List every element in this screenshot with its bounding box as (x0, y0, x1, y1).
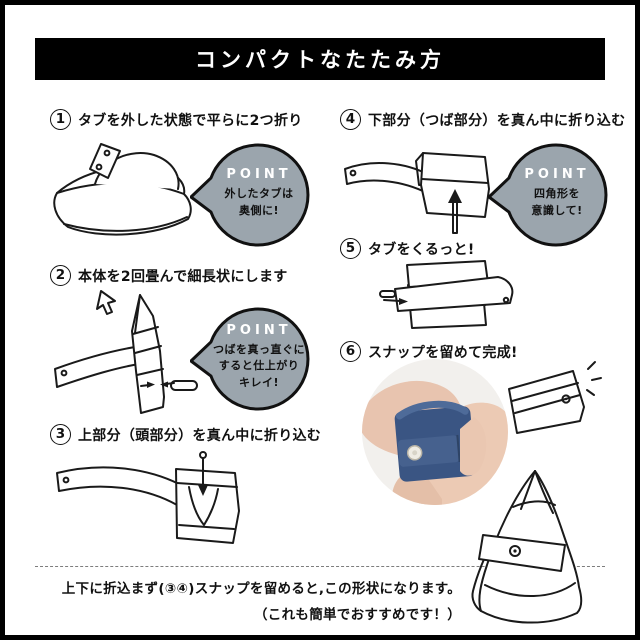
fold-up-arrow-icon (448, 189, 462, 203)
step-6-label: スナップを留めて完成! (368, 344, 518, 361)
speech-bubble-icon (488, 143, 608, 247)
footer-note-line-1: 上下に折込まず(③④)スナップを留めると,この形状になります。 (61, 581, 461, 597)
illustration-finished-package (495, 357, 603, 447)
point-3-line-2: 意識して! (531, 203, 583, 217)
point-3-line-1: 四角形を (534, 187, 580, 200)
fold-down-arrow-icon (198, 485, 208, 496)
speech-bubble-icon (190, 307, 310, 411)
point-bubble-3: POINT 四角形を 意識して! (488, 135, 610, 249)
step-6-number-badge: 6 (340, 341, 361, 362)
point-bubble-1: POINT 外したタブは 奥側に! (190, 135, 312, 249)
point-2-title: POINT (226, 322, 292, 338)
step-2-heading: 2 本体を2回畳んで細長状にします (50, 265, 288, 286)
step-6-heading: 6 スナップを留めて完成! (340, 341, 518, 362)
footer-note-line-2: （これも簡単でおすすめです！） (254, 607, 461, 624)
fold-direction-cursor-arrow-icon (96, 290, 116, 315)
illustration-folded-strip (43, 289, 211, 421)
footer-note: 上下に折込まず(③④)スナップを留めると,この形状になります。 （これも簡単でお… (37, 576, 461, 629)
step-2-label: 本体を2回畳んで細長状にします (78, 268, 288, 285)
step-3-heading: 3 上部分（頭部分）を真ん中に折り込む (50, 424, 321, 445)
step-4-number-badge: 4 (340, 109, 361, 130)
point-3-title: POINT (524, 167, 590, 182)
point-2-line-3: キレイ! (238, 375, 280, 389)
illustration-tab-wrap (377, 257, 527, 341)
step-4-heading: 4 下部分（つば部分）を真ん中に折り込む (340, 109, 625, 130)
page-title-bar: コンパクトなたたみ方 (35, 38, 605, 80)
point-1-line-2: 奥側に! (238, 203, 280, 217)
step-5-heading: 5 タブをくるっと! (340, 238, 475, 259)
speech-bubble-icon (190, 143, 310, 247)
illustration-top-fold (47, 449, 252, 553)
illustration-bottom-fold (337, 139, 502, 239)
step-3-label: 上部分（頭部分）を真ん中に折り込む (78, 427, 322, 444)
step-1-label: タブを外した状態で平らに2つ折り (78, 112, 303, 129)
point-2-line-1: つばを真っ直ぐに (213, 342, 305, 356)
step-1-heading: 1 タブを外した状態で平らに2つ折り (50, 109, 303, 130)
point-1-title: POINT (226, 167, 292, 182)
point-bubble-2: POINT つばを真っ直ぐに すると仕上がり キレイ! (190, 299, 312, 413)
point-2-line-2: すると仕上がり (218, 359, 300, 373)
step-2-number-badge: 2 (50, 265, 71, 286)
step-5-number-badge: 5 (340, 238, 361, 259)
step-4-label: 下部分（つば部分）を真ん中に折り込む (368, 112, 626, 129)
step-5-label: タブをくるっと! (368, 241, 475, 258)
illustration-hat-half-folded (43, 137, 211, 253)
step-1-number-badge: 1 (50, 109, 71, 130)
point-1-line-1: 外したタブは (224, 187, 294, 200)
illustration-cone-shape (455, 467, 607, 635)
sparkle-icon (586, 361, 602, 396)
step-3-number-badge: 3 (50, 424, 71, 445)
page-title: コンパクトなたたみ方 (195, 48, 445, 72)
wrap-direction-arrow-icon (399, 298, 408, 305)
dashed-separator (35, 566, 605, 567)
photo-folded-hat-in-hands (362, 359, 508, 505)
